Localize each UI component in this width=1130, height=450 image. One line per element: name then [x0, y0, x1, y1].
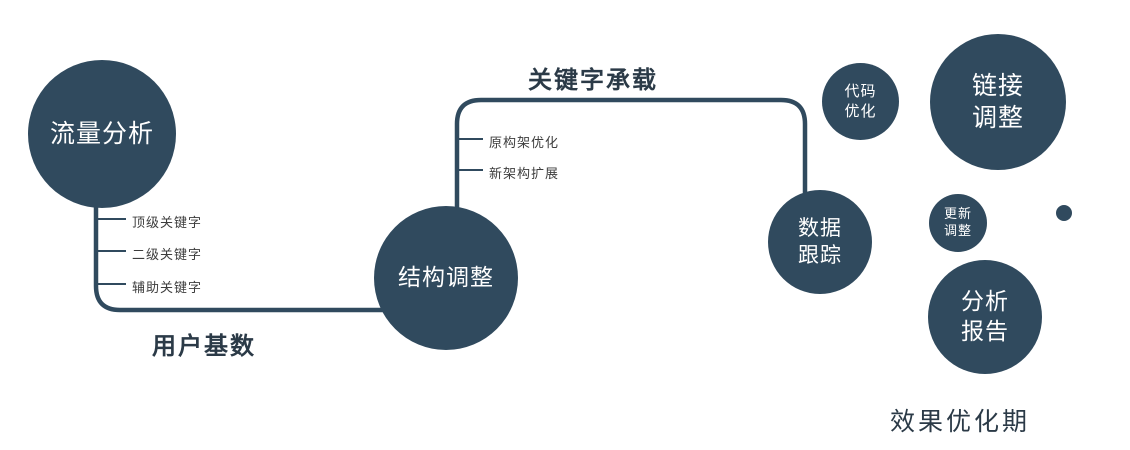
node-link-adjustment: 链接 调整: [930, 34, 1066, 170]
node-analysis-report-line2: 报告: [961, 318, 1009, 344]
node-data-tracking-line2: 跟踪: [798, 244, 842, 267]
node-code-optimization-line1: 代码: [844, 83, 877, 100]
node-link-adjustment-line2: 调整: [971, 104, 1024, 132]
caption-effect-optimization-period: 效果优化期: [890, 408, 1031, 436]
branch-label-secondary-keyword: 二级关键字: [132, 247, 203, 262]
small-dot-marker: [1056, 205, 1072, 221]
node-structure-adjustment-label: 结构调整: [398, 264, 494, 291]
edge-label-keyword-bearing: 关键字承载: [528, 67, 658, 94]
node-structure-adjustment: 结构调整: [374, 206, 518, 350]
branch-label-new-architecture: 新架构扩展: [489, 166, 560, 181]
node-analysis-report: 分析 报告: [928, 260, 1042, 374]
node-analysis-report-line1: 分析: [961, 288, 1009, 315]
node-traffic-analysis: 流量分析: [28, 60, 176, 208]
connector-structure-data: [454, 97, 808, 212]
branch-label-auxiliary-keyword: 辅助关键字: [132, 280, 203, 295]
node-link-adjustment-line1: 链接: [971, 71, 1024, 100]
connector-traffic-structure: [93, 190, 430, 313]
node-update-adjustment: 更新 调整: [929, 194, 987, 252]
node-data-tracking-line1: 数据: [798, 216, 842, 240]
branch-label-top-keyword: 顶级关键字: [132, 215, 203, 230]
node-code-optimization: 代码 优化: [822, 63, 899, 140]
branch-label-original-architecture: 原构架优化: [489, 135, 560, 150]
node-update-adjustment-line1: 更新: [943, 206, 972, 222]
node-code-optimization-line2: 优化: [844, 102, 877, 120]
edge-label-user-base: 用户基数: [152, 333, 256, 360]
node-data-tracking: 数据 跟踪: [768, 190, 872, 294]
node-traffic-analysis-label: 流量分析: [49, 119, 154, 148]
node-update-adjustment-line2: 调整: [943, 223, 972, 238]
